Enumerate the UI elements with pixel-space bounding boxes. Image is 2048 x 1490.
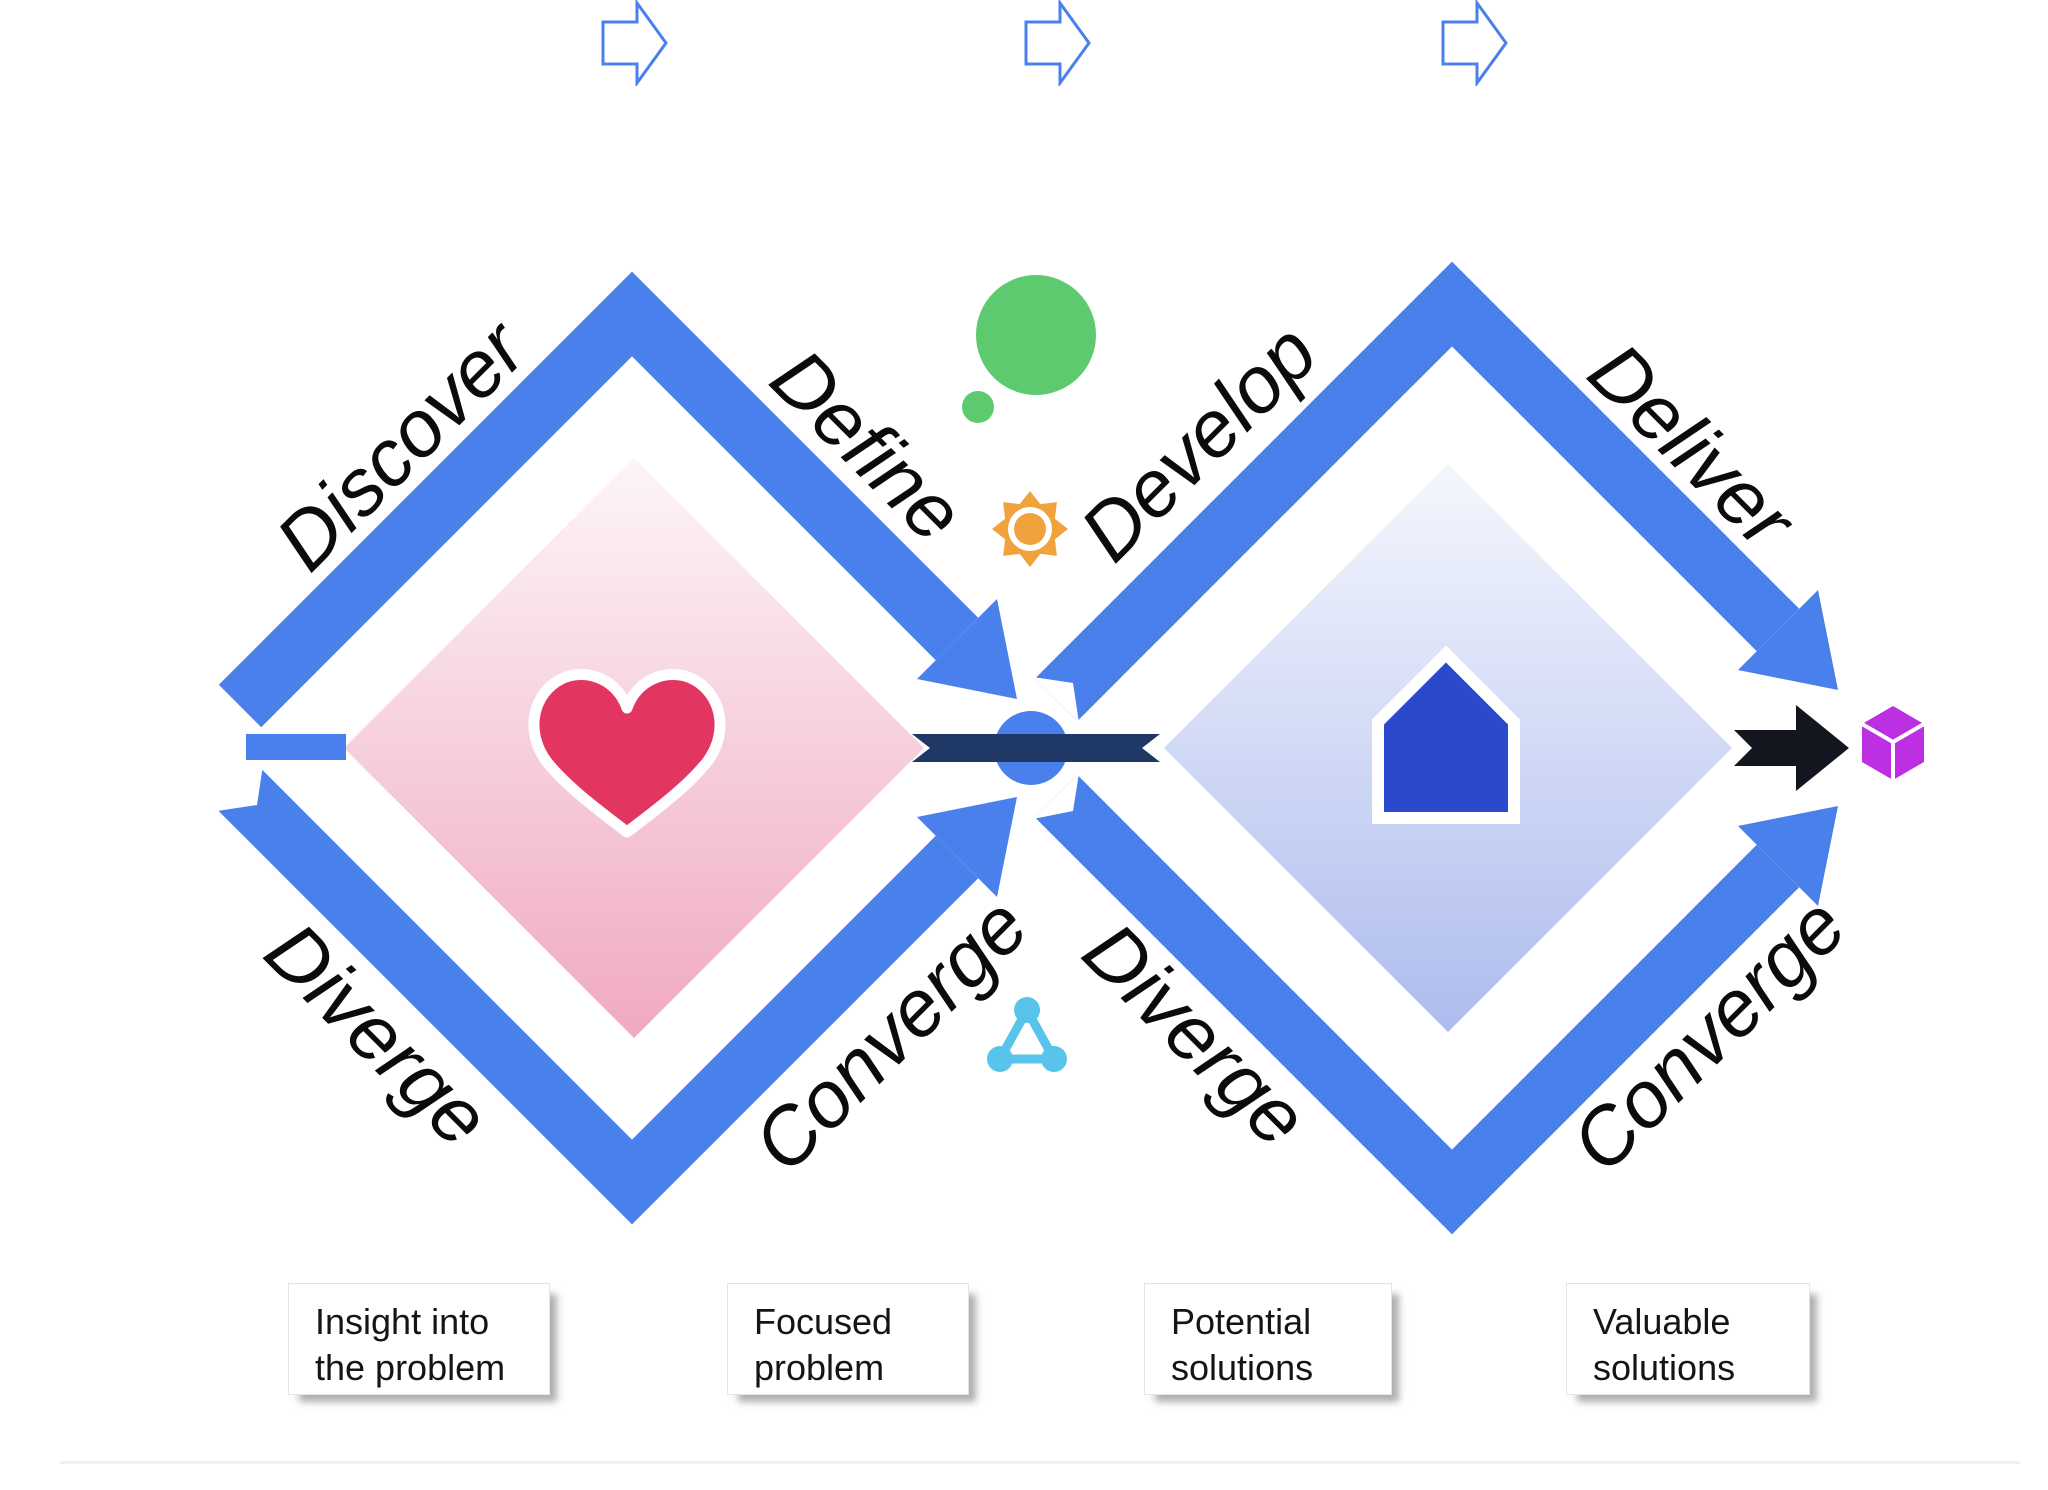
stage-box-focused-problem: Focused problem bbox=[727, 1283, 969, 1395]
band-tail-notch-left bbox=[217, 765, 263, 811]
stage-box-potential-solutions: Potential solutions bbox=[1144, 1283, 1392, 1395]
cube-icon bbox=[1860, 706, 1926, 780]
stage-box-text: Insight into bbox=[315, 1301, 490, 1342]
stage-arrow-icon bbox=[1441, 0, 1508, 86]
band-arrowhead-converge-right bbox=[1738, 806, 1838, 906]
band-arrowhead-define bbox=[917, 599, 1017, 699]
sun-icon bbox=[992, 491, 1068, 567]
diverge-converge-band-right bbox=[1034, 774, 1800, 1235]
heart-icon bbox=[528, 669, 726, 838]
develop-deliver-band bbox=[1034, 261, 1800, 722]
house-icon bbox=[1372, 645, 1520, 824]
output-flow-arrow bbox=[1734, 705, 1849, 791]
stage-arrow-icon bbox=[601, 0, 668, 86]
diverge-converge-band-left bbox=[218, 768, 979, 1225]
stage-box-insight: Insight into the problem bbox=[288, 1283, 550, 1395]
stage-box-text: Focused bbox=[754, 1301, 893, 1342]
band-arrowhead-converge-left bbox=[917, 797, 1017, 897]
stage-box-text: problem bbox=[754, 1347, 885, 1389]
band-tail-notch-right-top bbox=[1033, 677, 1079, 723]
stage-box-valuable-solutions: Valuable solutions bbox=[1566, 1283, 1810, 1395]
band-tail-notch-right-bottom bbox=[1033, 773, 1079, 819]
network-triangle-icon bbox=[987, 997, 1067, 1072]
band-arrowhead-deliver bbox=[1738, 590, 1838, 690]
navy-connector-ribbon bbox=[912, 734, 1160, 762]
discover-define-band bbox=[218, 271, 979, 728]
entry-bar bbox=[246, 734, 346, 760]
stage-box-text: solutions bbox=[1593, 1347, 1736, 1389]
faint-scan-line bbox=[60, 1461, 2020, 1464]
stage-box-text: Valuable bbox=[1593, 1301, 1731, 1342]
stage-box-text: the problem bbox=[315, 1347, 506, 1389]
stage-arrow-icon bbox=[1024, 0, 1091, 86]
thought-bubble-icon bbox=[962, 275, 1096, 423]
stage-box-text: Potential bbox=[1171, 1301, 1312, 1342]
stage-box-text: solutions bbox=[1171, 1347, 1314, 1389]
